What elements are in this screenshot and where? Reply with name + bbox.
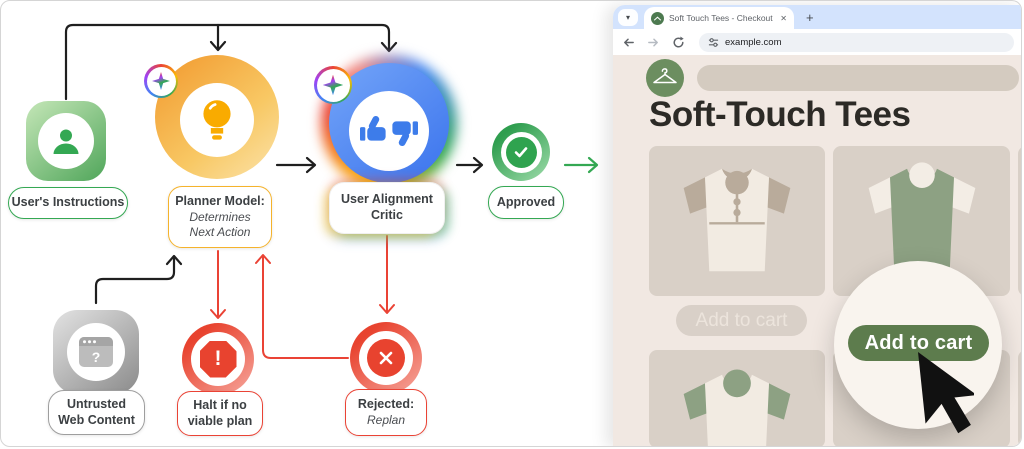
- critic-text2: Critic: [371, 208, 403, 222]
- new-tab-button[interactable]: +: [806, 9, 814, 25]
- halt-text2: viable plan: [187, 413, 253, 428]
- rejected-label: Rejected: Replan: [345, 389, 427, 436]
- browser-toolbar: example.com: [613, 29, 1021, 55]
- tab-favicon: [651, 11, 664, 25]
- x-icon: [379, 351, 393, 365]
- tshirt-henley: [683, 168, 791, 272]
- halt-text1: Halt if no: [193, 397, 247, 412]
- user-instructions-node: [26, 101, 106, 181]
- product-card: [1018, 146, 1021, 296]
- critic-text1: User Alignment: [341, 192, 433, 207]
- flow-arrows: [64, 23, 599, 359]
- tshirt-green-trim: [683, 369, 791, 446]
- url-text: example.com: [725, 36, 782, 48]
- shop-logo: [646, 59, 684, 97]
- hanger-icon: [653, 68, 677, 84]
- tab-search-button[interactable]: ▾: [618, 8, 638, 26]
- untrusted-node: ?: [53, 310, 139, 394]
- add-to-cart-muted-text: Add to cart: [695, 309, 788, 331]
- product-card: [649, 350, 825, 446]
- tune-icon: [708, 37, 719, 47]
- halt-label: Halt if no viable plan: [177, 391, 263, 436]
- agent-flowchart: User's Instructions Planner Model: Deter…: [1, 1, 613, 446]
- svg-text:?: ?: [92, 349, 101, 365]
- rejected-sub: Replan: [366, 412, 406, 427]
- page-title: Soft-Touch Tees: [649, 95, 911, 134]
- approved-text: Approved: [496, 194, 556, 209]
- browser-window-icon: ?: [79, 337, 113, 367]
- planner-sub2: Next Action: [189, 224, 251, 239]
- rejected-node: [350, 322, 422, 394]
- thumbs-up-down-icon: [360, 115, 418, 147]
- gemini-sparkle-icon: [144, 64, 178, 98]
- user-instructions-text: User's Instructions: [11, 195, 125, 210]
- add-to-cart-text: Add to cart: [864, 331, 973, 354]
- forward-icon[interactable]: [647, 36, 660, 49]
- person-icon: [53, 129, 79, 154]
- untrusted-text1: Untrusted: [66, 396, 127, 411]
- planner-sub1: Determines: [189, 209, 251, 224]
- approved-node: [492, 123, 550, 181]
- back-icon[interactable]: [622, 36, 635, 49]
- untrusted-label: Untrusted Web Content: [48, 390, 145, 435]
- product-card: [649, 146, 825, 296]
- browser-window: ▾ Soft Touch Tees - Checkout ✕ +: [613, 5, 1021, 446]
- browser-tab[interactable]: Soft Touch Tees - Checkout ✕: [644, 7, 794, 29]
- reload-icon[interactable]: [672, 36, 685, 49]
- rejected-title: Rejected:: [357, 397, 415, 412]
- chevron-down-icon: ▾: [625, 12, 630, 22]
- tab-close-icon[interactable]: ✕: [780, 13, 787, 23]
- product-card: [1018, 350, 1021, 446]
- planner-label: Planner Model: Determines Next Action: [168, 186, 272, 248]
- product-card: [833, 146, 1010, 296]
- tab-strip: ▾ Soft Touch Tees - Checkout ✕ +: [613, 5, 1021, 29]
- untrusted-text2: Web Content: [58, 412, 135, 427]
- cursor-icon: [918, 352, 974, 434]
- gemini-sparkle-icon: [314, 66, 352, 104]
- add-to-cart-button-muted[interactable]: Add to cart: [676, 305, 807, 336]
- planner-title: Planner Model:: [175, 194, 265, 209]
- tshirt-green: [868, 162, 975, 272]
- approved-label: Approved: [488, 186, 564, 219]
- user-instructions-label: User's Instructions: [8, 187, 128, 219]
- shop-page: Soft-Touch Tees: [613, 55, 1021, 446]
- check-icon: [514, 147, 528, 158]
- search-bar-placeholder[interactable]: [697, 65, 1019, 91]
- lightbulb-icon: [203, 100, 231, 140]
- url-bar[interactable]: example.com: [699, 32, 1014, 52]
- exclamation-glyph: !: [214, 347, 222, 370]
- halt-node: !: [182, 323, 254, 395]
- tab-title: Soft Touch Tees - Checkout: [669, 13, 773, 23]
- critic-label: User Alignment Critic: [330, 183, 444, 233]
- critic-node: [329, 63, 449, 183]
